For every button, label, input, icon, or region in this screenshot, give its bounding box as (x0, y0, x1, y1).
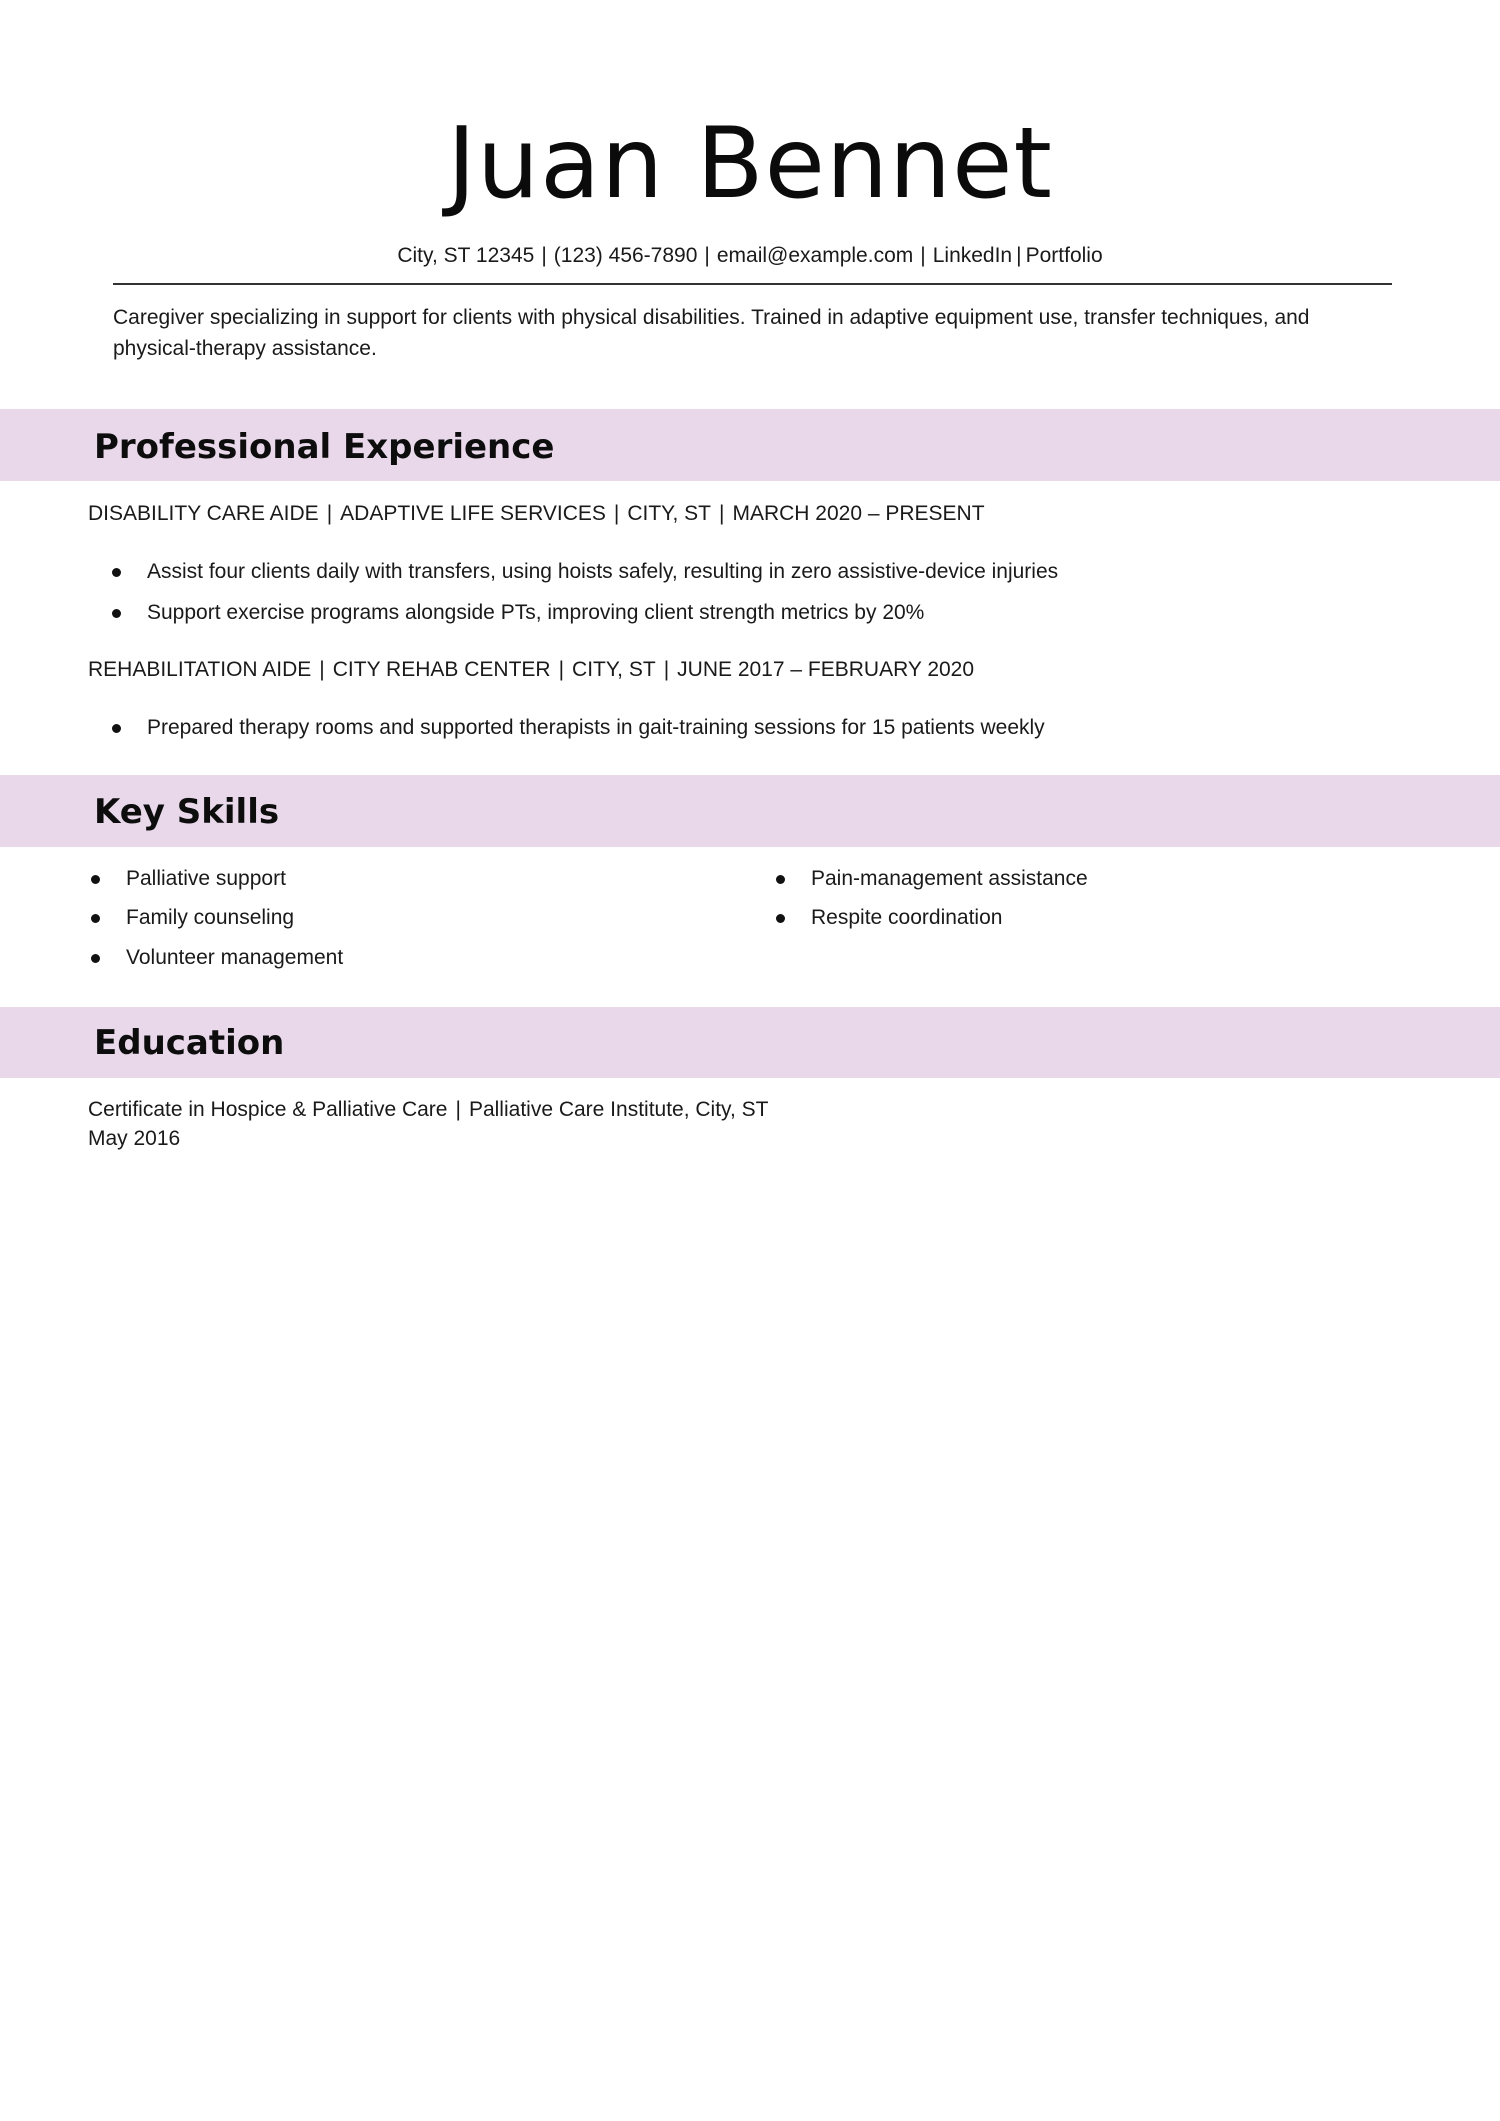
education-separator: | (455, 1098, 461, 1121)
contact-linkedin[interactable]: LinkedIn (932, 244, 1013, 267)
skill-item: Family counseling (91, 905, 295, 931)
job-dates: MARCH 2020 – PRESENT (732, 502, 985, 525)
bullet-text: Support exercise programs alongside PTs,… (147, 601, 925, 624)
bullet-text: Assist four clients daily with transfers… (147, 560, 1059, 583)
section-band-experience: Professional Experience (0, 409, 1500, 481)
bullet-icon (776, 914, 785, 923)
bullet-icon (91, 875, 100, 884)
skill-text: Palliative support (126, 867, 286, 890)
bullet-icon (112, 724, 121, 733)
skill-text: Pain-management assistance (811, 867, 1088, 890)
education-entry: Certificate in Hospice & Palliative Care… (88, 1097, 769, 1123)
job-separator: | (613, 502, 620, 525)
contact-portfolio[interactable]: Portfolio (1025, 244, 1103, 267)
bullet-icon (112, 609, 121, 618)
skill-text: Volunteer management (126, 946, 344, 969)
contact-separator: | (704, 244, 710, 267)
contact-separator: | (541, 244, 547, 267)
job-company: ADAPTIVE LIFE SERVICES (340, 502, 606, 525)
skill-text: Family counseling (126, 906, 295, 929)
job-header: REHABILITATION AIDE | CITY REHAB CENTER | CI… (88, 657, 974, 683)
job-dates: JUNE 2017 – FEBRUARY 2020 (677, 658, 975, 681)
section-band-education: Education (0, 1007, 1500, 1078)
contact-line: City, ST 12345 | (123) 456-7890 | email@exam… (0, 243, 1500, 269)
list-item: Support exercise programs alongside PTs,… (112, 600, 925, 626)
section-heading-skills: Key Skills (94, 792, 280, 832)
section-band-skills: Key Skills (0, 775, 1500, 847)
skill-text: Respite coordination (811, 906, 1003, 929)
skill-item: Respite coordination (776, 905, 1003, 931)
bullet-icon (91, 954, 100, 963)
contact-location: City, ST 12345 (397, 244, 535, 267)
contact-phone: (123) 456-7890 (553, 244, 698, 267)
job-separator: | (326, 502, 333, 525)
candidate-name: Juan Bennet (447, 107, 1053, 221)
list-item: Assist four clients daily with transfers… (112, 559, 1059, 585)
job-location: CITY, ST (627, 502, 711, 525)
job-company: CITY REHAB CENTER (332, 658, 551, 681)
contact-separator: | (920, 244, 926, 267)
bullet-icon (112, 568, 121, 577)
professional-summary: Caregiver specializing in support for cl… (113, 306, 1310, 360)
list-item: Prepared therapy rooms and supported the… (112, 715, 1045, 741)
job-title: DISABILITY CARE AIDE (88, 502, 319, 525)
job-separator: | (663, 658, 670, 681)
job-title: REHABILITATION AIDE (88, 658, 312, 681)
education-institution: Palliative Care Institute, City, ST (468, 1098, 769, 1121)
bullet-text: Prepared therapy rooms and supported the… (147, 716, 1045, 739)
job-separator: | (718, 502, 725, 525)
skill-item: Pain-management assistance (776, 866, 1088, 892)
skill-item: Volunteer management (91, 945, 344, 971)
bullet-icon (776, 875, 785, 884)
job-separator: | (558, 658, 565, 681)
education-certificate: Certificate in Hospice & Palliative Care (88, 1098, 448, 1121)
header-divider (113, 283, 1392, 285)
section-heading-education: Education (94, 1023, 285, 1063)
job-separator: | (319, 658, 325, 681)
skill-item: Palliative support (91, 866, 286, 892)
job-location: CITY, ST (572, 658, 656, 681)
education-date: May 2016 (88, 1127, 181, 1150)
job-header: DISABILITY CARE AIDE | ADAPTIVE LIFE SERVI… (88, 501, 985, 527)
contact-separator: | (1016, 244, 1022, 267)
contact-email[interactable]: email@example.com (716, 244, 914, 267)
bullet-icon (91, 914, 100, 923)
section-heading-experience: Professional Experience (94, 427, 555, 467)
